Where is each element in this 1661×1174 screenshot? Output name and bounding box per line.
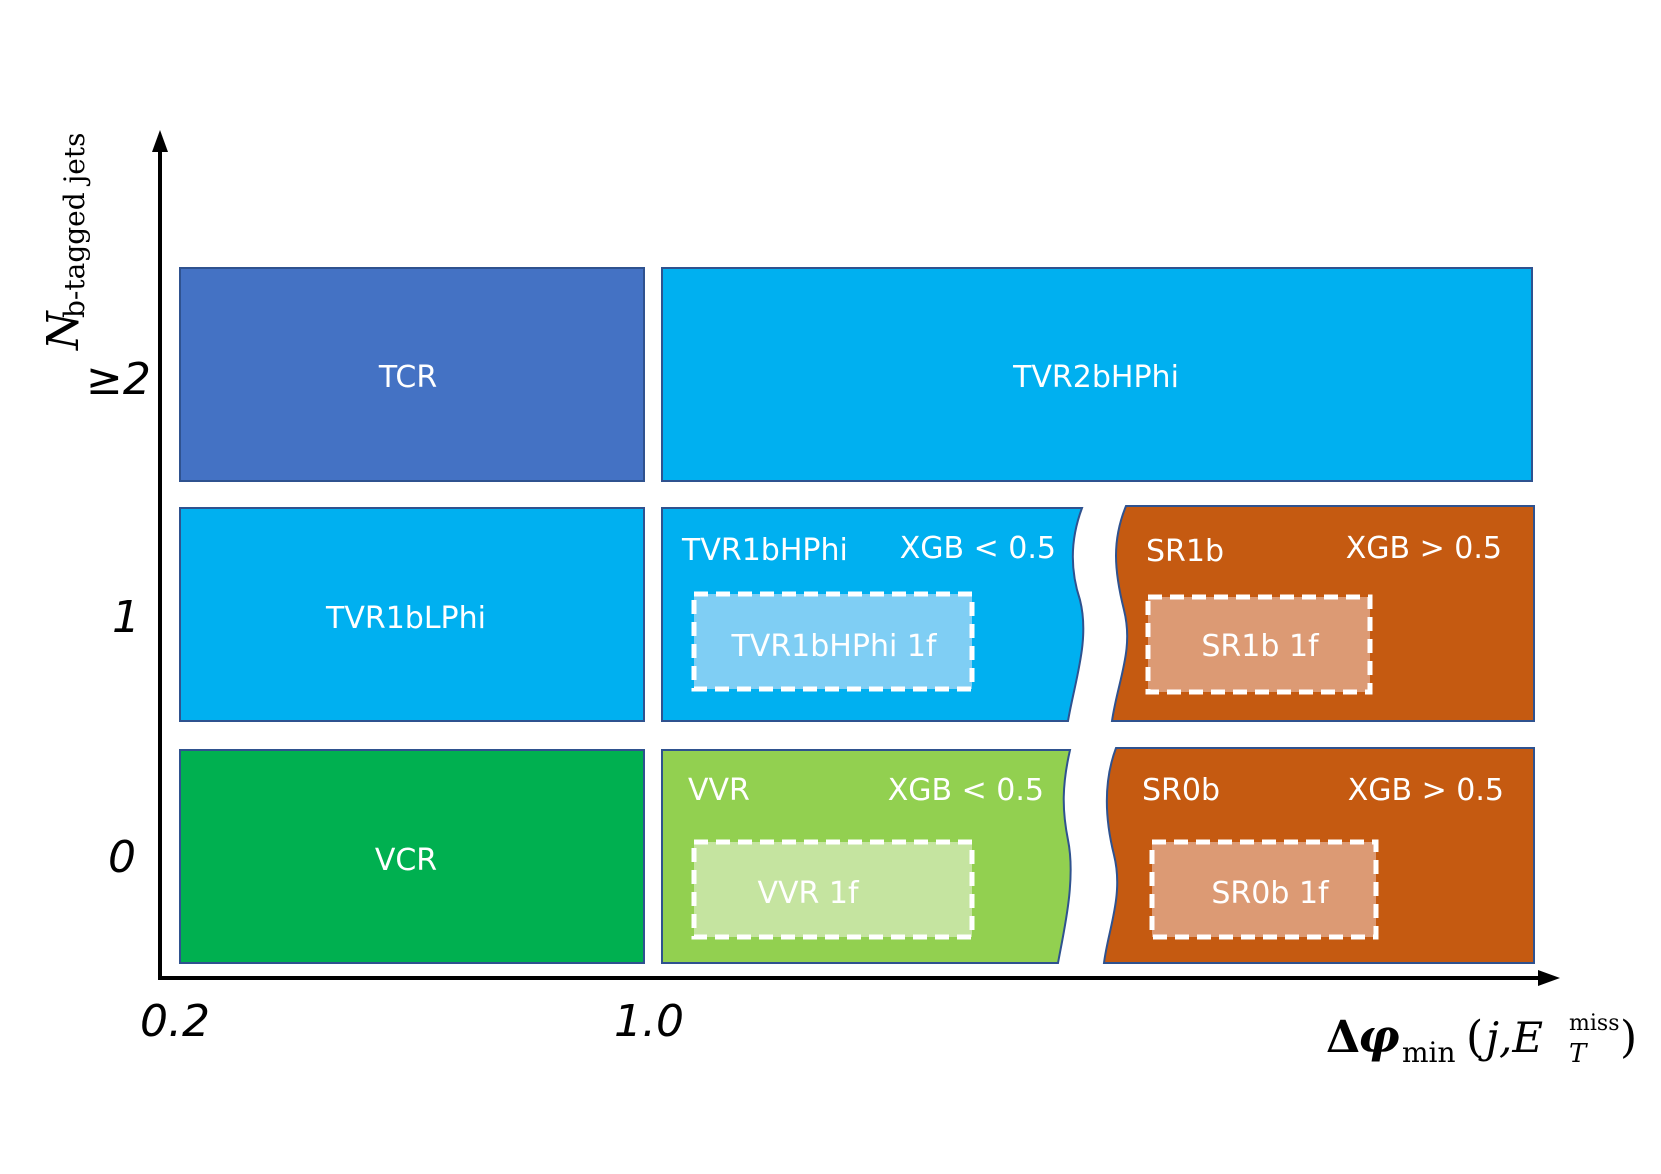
region-tvr2bhphi xyxy=(661,267,1533,482)
x-axis-label: Δ φ min ( j,E miss T ) xyxy=(1326,1009,1637,1069)
region-vvr-1f-label: VVR 1f xyxy=(757,876,860,911)
region-sr0b-label: SR0b xyxy=(1142,773,1220,808)
svg-text:min: min xyxy=(1402,1036,1456,1069)
region-tvr1bhphi-1f xyxy=(691,591,975,692)
region-tvr1blphi xyxy=(179,507,645,722)
region-sr0b-1f-label: SR0b 1f xyxy=(1211,876,1330,911)
y-tick-ge2: ≥2 xyxy=(86,354,151,405)
y-tick-0: 0 xyxy=(108,832,136,883)
region-vcr xyxy=(179,749,645,964)
svg-text:j,E: j,E xyxy=(1478,1013,1543,1062)
svg-text:(: ( xyxy=(1466,1012,1483,1063)
svg-text:N: N xyxy=(38,310,89,351)
region-vvr-label: VVR xyxy=(688,773,750,808)
x-tick-1-0: 1.0 xyxy=(614,996,684,1047)
svg-text:miss: miss xyxy=(1569,1011,1619,1036)
y-axis-label: N b-tagged jets xyxy=(38,133,91,351)
region-sr0b-1f xyxy=(1149,839,1379,940)
x-tick-0-2: 0.2 xyxy=(140,996,210,1047)
region-sr0b-cut: XGB > 0.5 xyxy=(1348,773,1504,808)
region-tvr1bhphi-1f-label: TVR1bHPhi 1f xyxy=(730,629,937,664)
region-tcr-label: TCR xyxy=(378,360,437,395)
region-vvr-1f xyxy=(691,839,975,940)
region-sr1b-1f xyxy=(1145,594,1373,695)
region-sr1b-cut: XGB > 0.5 xyxy=(1346,531,1502,566)
region-tvr1bhphi-cut: XGB < 0.5 xyxy=(900,531,1056,566)
svg-text:): ) xyxy=(1620,1012,1637,1063)
svg-text:φ: φ xyxy=(1358,1009,1400,1063)
y-tick-1: 1 xyxy=(112,592,140,643)
region-sr1b-label: SR1b xyxy=(1146,534,1224,569)
svg-text:Δ: Δ xyxy=(1326,1012,1360,1063)
y-axis-arrowhead xyxy=(152,130,168,152)
x-axis-arrowhead xyxy=(1538,970,1560,986)
region-vcr-label: VCR xyxy=(375,843,437,878)
region-tvr1blphi-label: TVR1bLPhi xyxy=(325,601,486,636)
region-tvr1bhphi-label: TVR1bHPhi xyxy=(681,533,848,568)
svg-text:T: T xyxy=(1569,1039,1588,1069)
region-sr1b-1f-label: SR1b 1f xyxy=(1201,629,1320,664)
svg-text:b-tagged jets: b-tagged jets xyxy=(58,133,91,318)
region-vvr-cut: XGB < 0.5 xyxy=(888,773,1044,808)
region-tcr xyxy=(179,267,645,482)
region-tvr2bhphi-label: TVR2bHPhi xyxy=(1012,360,1179,395)
